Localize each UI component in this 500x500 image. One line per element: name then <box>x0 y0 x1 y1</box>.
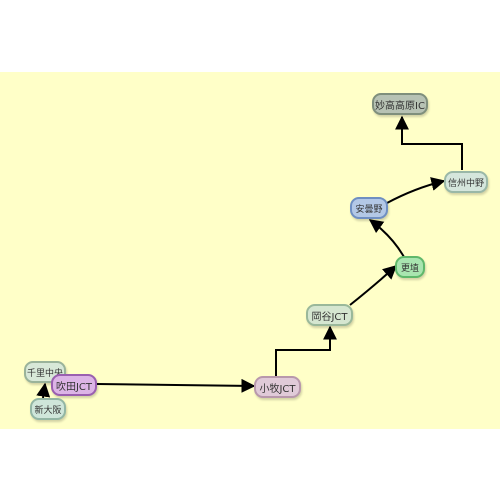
edge-kohshoku-azumino <box>368 219 405 258</box>
edge-shinshu-myoko <box>395 115 463 170</box>
node-azumino[interactable]: 安曇野 <box>350 197 388 219</box>
node-suita-jct[interactable]: 吹田JCT <box>51 374 97 396</box>
node-myoko-kogen-ic[interactable]: 妙高高原IC <box>372 93 428 115</box>
node-shinshu-nakano[interactable]: 信州中野 <box>444 171 488 193</box>
node-komaki-jct[interactable]: 小牧JCT <box>254 376 301 398</box>
edge-shinosaka-senri <box>36 382 51 399</box>
edge-komaki-okaya <box>275 325 337 376</box>
edge-okaya-kohshoku <box>349 265 398 306</box>
node-okaya-jct[interactable]: 岡谷JCT <box>306 304 353 326</box>
node-shin-osaka[interactable]: 新大阪 <box>30 398 66 420</box>
edge-azumino-shinshu <box>386 177 446 204</box>
node-kohshoku[interactable]: 更埴 <box>395 256 425 278</box>
diagram-canvas <box>0 72 500 429</box>
edge-suita-komaki <box>96 378 256 393</box>
